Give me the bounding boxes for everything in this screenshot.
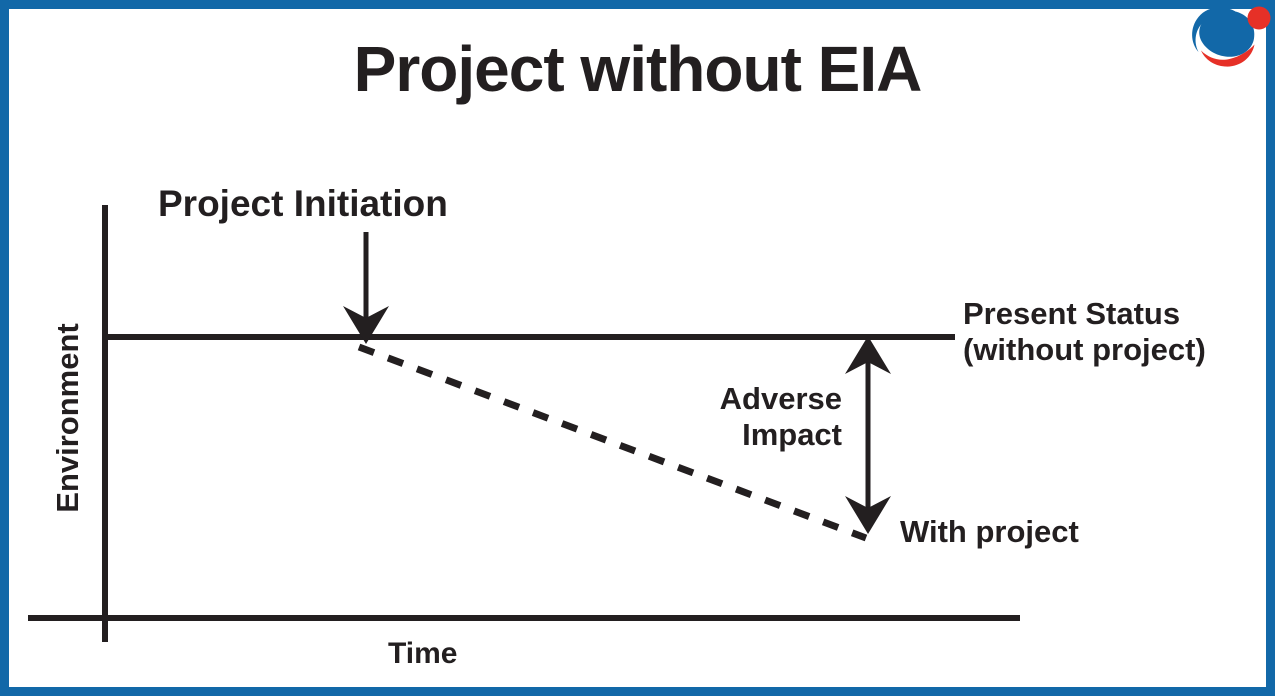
label-adverse-impact: Adverse Impact xyxy=(719,381,842,452)
frame-border-left xyxy=(0,0,9,696)
frame-border-top xyxy=(0,0,1275,9)
page-title: Project without EIA xyxy=(353,33,923,105)
label-present-status: Present Status (without project) xyxy=(963,296,1206,367)
frame-border-right xyxy=(1266,0,1275,696)
x-axis-line xyxy=(28,615,1020,621)
brand-logo-icon xyxy=(1176,0,1275,80)
project-initiation-arrow-icon xyxy=(343,232,389,344)
present-status-line xyxy=(104,334,955,340)
y-axis-label: Environment xyxy=(50,323,85,513)
frame-border-bottom xyxy=(0,687,1275,696)
x-axis-label: Time xyxy=(388,637,458,670)
label-project-initiation: Project Initiation xyxy=(158,183,448,224)
adverse-impact-double-arrow-icon xyxy=(845,336,891,534)
y-axis-line xyxy=(102,205,108,642)
label-with-project: With project xyxy=(900,514,1079,549)
